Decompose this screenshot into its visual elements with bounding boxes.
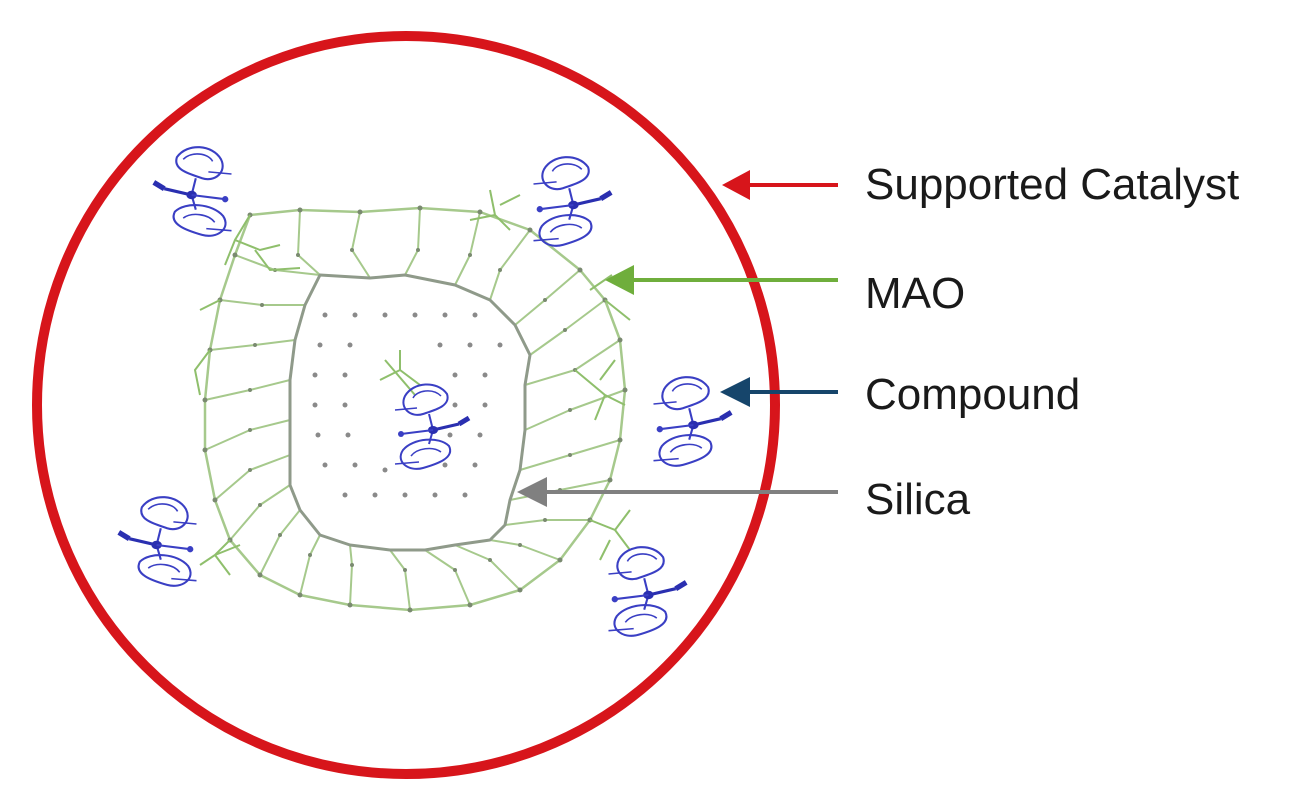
metallocene-molecule-icon	[654, 377, 732, 466]
silica-arrowhead	[517, 477, 547, 507]
metallocene-molecule-icon	[154, 147, 232, 236]
supported-catalyst-arrowhead	[722, 170, 750, 200]
mao-arrowhead	[605, 265, 634, 295]
compound-label: Compound	[865, 370, 1081, 419]
legend-arrows	[517, 170, 838, 507]
silica-label: Silica	[865, 475, 971, 524]
mao-label: MAO	[865, 269, 966, 318]
supported-catalyst-label: Supported Catalyst	[865, 160, 1240, 209]
silica-inner-ring	[288, 273, 532, 552]
mao-branches	[193, 189, 631, 576]
metallocene-molecule-icon	[534, 157, 612, 246]
compound-molecules	[119, 147, 731, 636]
metallocene-molecule-icon	[395, 384, 469, 468]
metallocene-molecule-icon	[119, 497, 197, 586]
silica-interior-lattice	[312, 312, 503, 498]
compound-arrowhead	[720, 377, 750, 407]
mao-outer-ring	[203, 206, 627, 612]
framework-atoms	[202, 205, 628, 613]
catalyst-particle-circle	[32, 31, 780, 779]
metallocene-molecule-icon	[609, 547, 687, 636]
